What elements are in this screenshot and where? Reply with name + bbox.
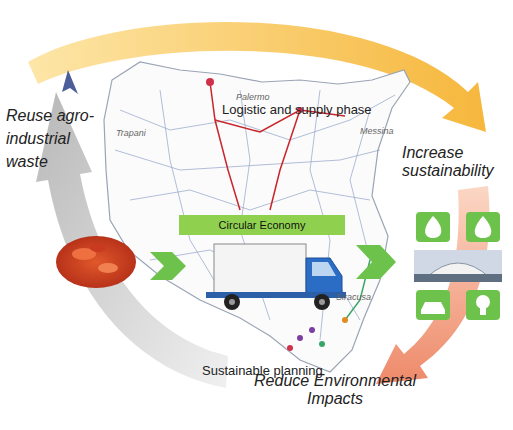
sicily-map bbox=[104, 62, 410, 372]
supply-route bbox=[210, 82, 345, 210]
chili-waste-pile bbox=[56, 236, 136, 288]
cycle-arrow bbox=[28, 22, 486, 132]
energy-icons bbox=[414, 212, 502, 320]
truck bbox=[206, 244, 346, 310]
cycle-label: Reuse agro-industrial waste bbox=[6, 104, 110, 174]
north-arrow bbox=[62, 70, 78, 94]
city-label: Palermo bbox=[236, 92, 296, 102]
banner-band: Circular Economy bbox=[179, 215, 345, 235]
flow-chevron bbox=[356, 245, 396, 279]
road-network bbox=[115, 90, 395, 340]
phase-label: Logistic and supply phase bbox=[222, 103, 392, 118]
cycle-label: Increase sustainability bbox=[402, 144, 510, 181]
city-label: Siracusa bbox=[336, 292, 396, 302]
city-label: Messina bbox=[360, 126, 420, 136]
cycle-label: Reduce Environmental Impacts bbox=[230, 372, 440, 409]
city-label: Trapani bbox=[116, 128, 176, 138]
band-text: Circular Economy bbox=[219, 219, 306, 231]
flow-chevron bbox=[150, 252, 186, 280]
